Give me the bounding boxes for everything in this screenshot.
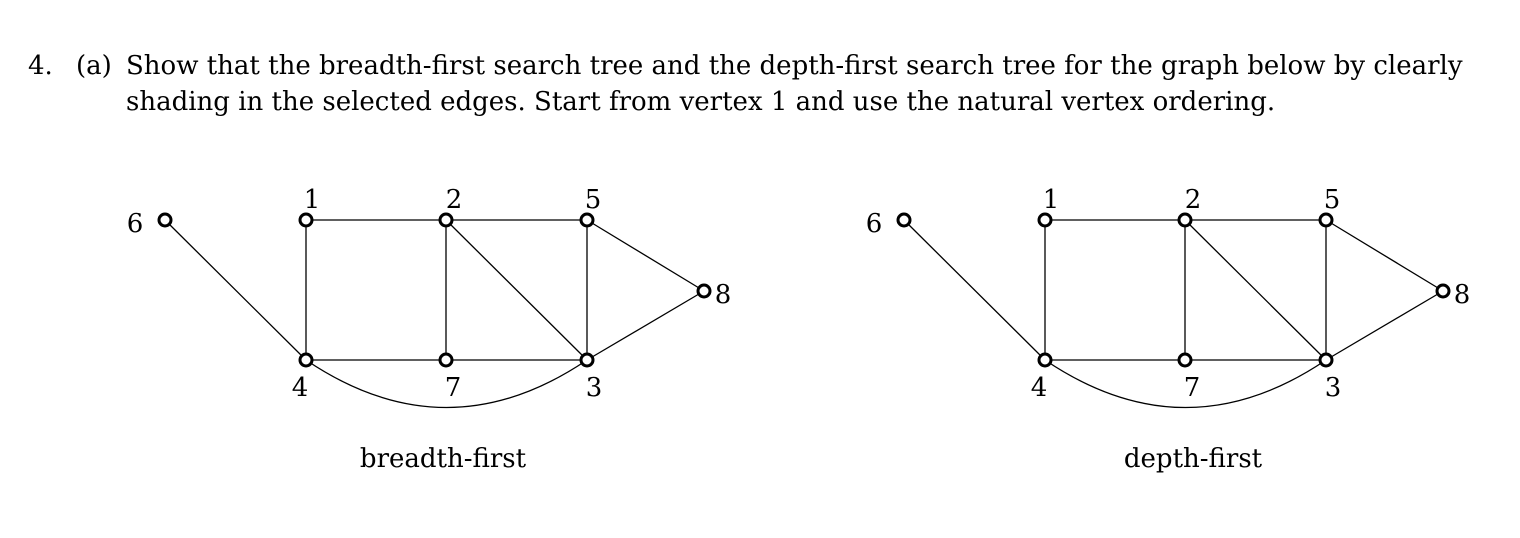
vertex-8: [1435, 283, 1451, 299]
edge-4-3: [305, 359, 588, 409]
vertex-label-7: 7: [445, 373, 462, 403]
vertex-3: [579, 352, 595, 368]
problem-part: (a): [76, 51, 112, 81]
edge-8-3: [586, 290, 705, 361]
graph-breadth-first: 1 2 3 4 5 6 7 8: [127, 185, 732, 409]
vertex-label-5: 5: [585, 185, 602, 215]
vertex-5: [579, 212, 595, 228]
vertex-label-1: 1: [1043, 185, 1060, 215]
edge-2-3: [1184, 219, 1327, 361]
vertex-7: [1177, 352, 1193, 368]
vertex-5: [1318, 212, 1334, 228]
vertex-label-6: 6: [866, 209, 883, 239]
vertex-4: [1037, 352, 1053, 368]
vertex-label-8: 8: [1454, 280, 1471, 310]
edge-4-3: [1044, 359, 1327, 409]
vertex-label-7: 7: [1184, 373, 1201, 403]
vertex-label-4: 4: [292, 373, 309, 403]
edge-2-3: [445, 219, 588, 361]
vertex-1: [1037, 212, 1053, 228]
vertex-label-2: 2: [446, 185, 463, 215]
vertex-2: [1177, 212, 1193, 228]
vertex-label-3: 3: [1325, 373, 1342, 403]
vertex-7: [438, 352, 454, 368]
vertex-4: [298, 352, 314, 368]
vertex-8: [696, 283, 712, 299]
edge-6-4: [164, 219, 307, 361]
vertex-1: [298, 212, 314, 228]
vertex-label-4: 4: [1031, 373, 1048, 403]
vertex-label-6: 6: [127, 209, 144, 239]
edge-5-8: [586, 219, 705, 292]
vertex-3: [1318, 352, 1334, 368]
vertex-label-3: 3: [586, 373, 603, 403]
caption-depth-first: depth-first: [1124, 444, 1263, 474]
vertex-6: [157, 212, 173, 228]
vertex-6: [896, 212, 912, 228]
problem-number: 4.: [28, 51, 53, 81]
edge-5-8: [1325, 219, 1444, 292]
vertex-label-1: 1: [304, 185, 321, 215]
vertex-label-2: 2: [1185, 185, 1202, 215]
vertex-2: [438, 212, 454, 228]
vertex-label-8: 8: [715, 280, 732, 310]
edge-8-3: [1325, 290, 1444, 361]
edge-6-4: [903, 219, 1046, 361]
caption-breadth-first: breadth-first: [360, 444, 527, 474]
vertex-label-5: 5: [1324, 185, 1341, 215]
problem-text: Show that the breadth-first search tree …: [126, 51, 1463, 117]
graph-depth-first: 1 2 3 4 5 6 7 8: [866, 185, 1471, 409]
